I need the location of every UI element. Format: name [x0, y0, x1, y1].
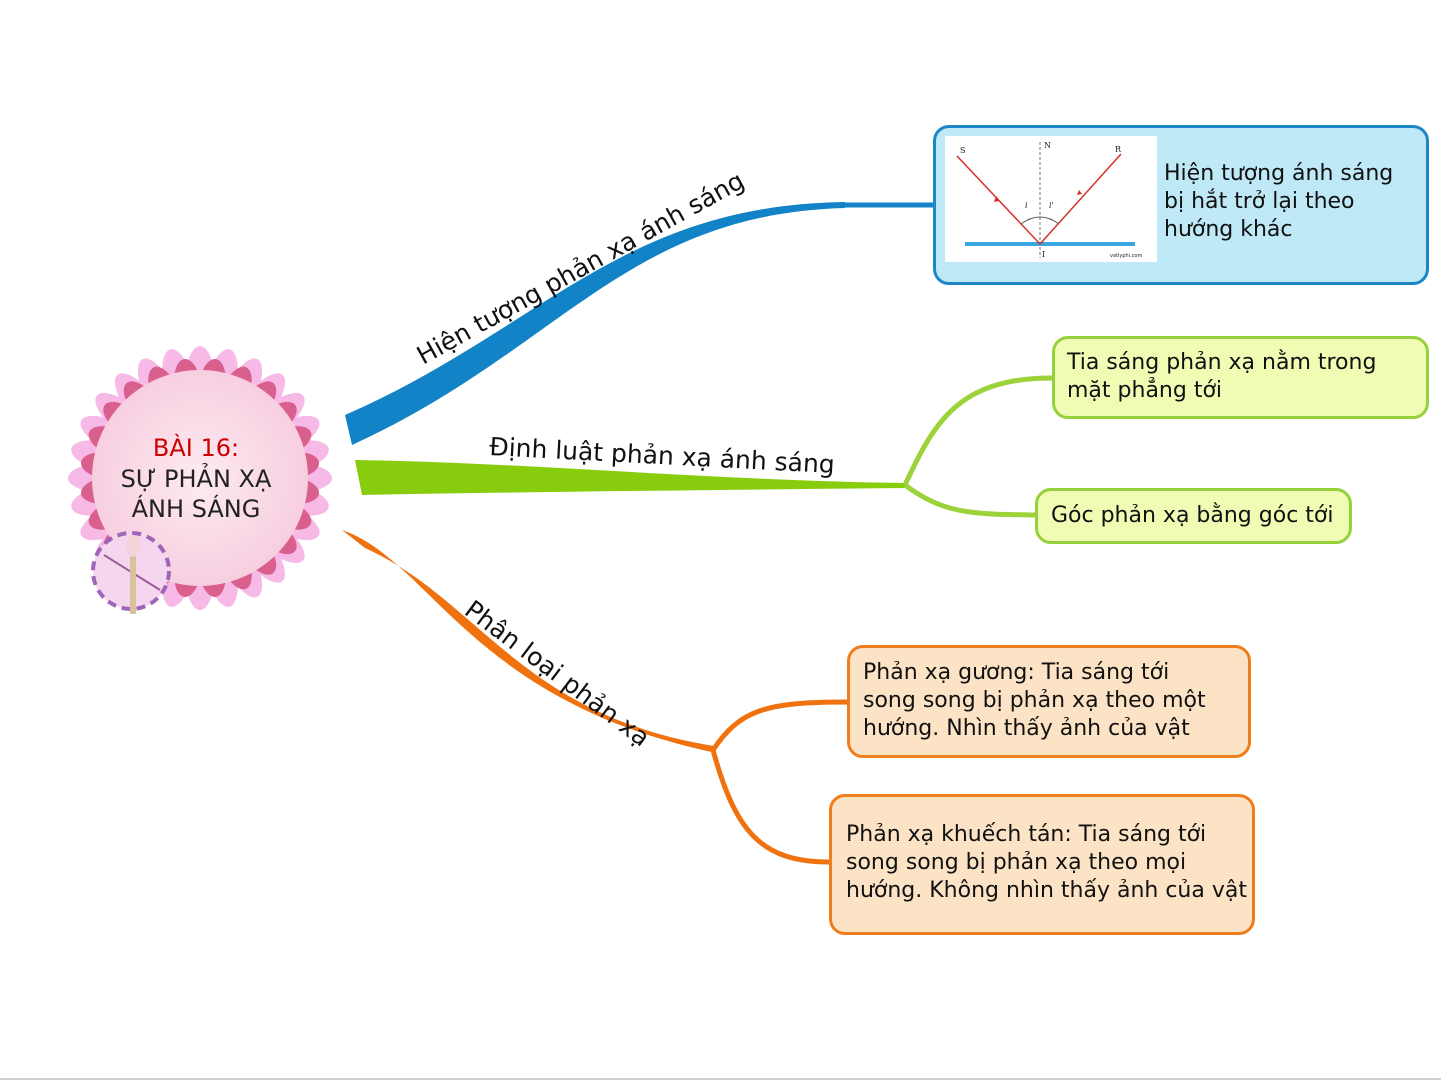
- diagram-label-i-angle: i: [1025, 201, 1028, 210]
- branch-phenomenon-line: [345, 202, 845, 445]
- branch-types-line: [342, 530, 714, 752]
- diagram-watermark: vatlyphi.com: [1110, 253, 1142, 259]
- type-node-diffuse: Phản xạ khuếch tán: Tia sáng tới song so…: [829, 794, 1255, 935]
- type-node-specular: Phản xạ gương: Tia sáng tới song song bị…: [847, 645, 1251, 758]
- central-title-line1: BÀI 16:: [153, 433, 239, 462]
- definition-text: Hiện tượng ánh sáng bị hắt trở lại theo …: [1164, 161, 1394, 242]
- diagram-label-s: S: [960, 146, 965, 155]
- law-node-plane: Tia sáng phản xạ nằm trong mặt phẳng tới: [1052, 336, 1429, 419]
- reflection-diagram: S N R i i' I vatlyphi.com: [945, 136, 1157, 262]
- central-title-line3: ÁNH SÁNG: [132, 494, 261, 523]
- law-plane-text: Tia sáng phản xạ nằm trong mặt phẳng tới: [1067, 350, 1377, 403]
- diagram-label-point: I: [1042, 250, 1045, 259]
- law-node-angle: Góc phản xạ bằng góc tới: [1035, 488, 1352, 544]
- law-angle-text: Góc phản xạ bằng góc tới: [1051, 503, 1334, 528]
- specular-text: Phản xạ gương: Tia sáng tới song song bị…: [863, 660, 1206, 741]
- definition-node: S N R i i' I vatlyphi.com Hiện tượng ánh…: [933, 125, 1429, 285]
- branch-law-line: [355, 460, 905, 495]
- branch-law-connector-1: [902, 375, 1053, 487]
- branch-types-connector-1: [710, 699, 848, 752]
- central-disc: [92, 370, 308, 586]
- bottom-rule: [0, 1078, 1441, 1080]
- matchstick-icon: [91, 531, 171, 614]
- branch-types-label: Phân loại phản xạ: [459, 595, 655, 753]
- diagram-label-r-angle: i': [1049, 201, 1054, 210]
- branch-phenomenon-label: Hiện tượng phản xạ ánh sáng: [412, 166, 749, 370]
- diagram-label-n: N: [1044, 141, 1051, 150]
- diffuse-text: Phản xạ khuếch tán: Tia sáng tới song so…: [846, 822, 1247, 903]
- central-title-line2: SỰ PHẢN XẠ: [121, 462, 272, 493]
- branch-law-connector-2: [903, 482, 1036, 518]
- diagram-label-r: R: [1115, 145, 1122, 154]
- branch-types-connector-2: [710, 749, 830, 865]
